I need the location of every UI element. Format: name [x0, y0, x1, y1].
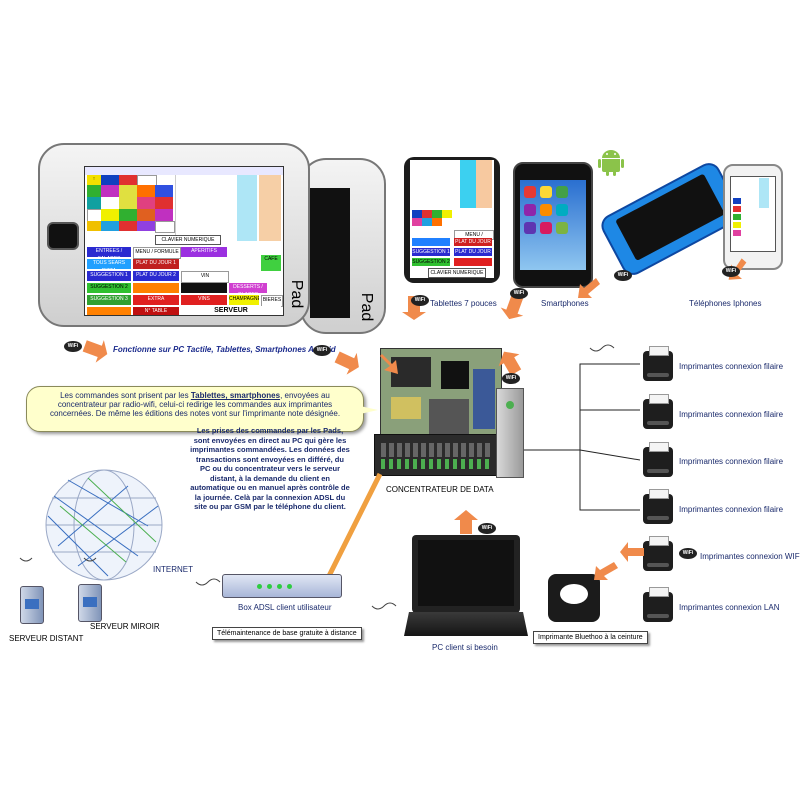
printer-lan-label: Imprimantes connexion LAN [679, 603, 780, 612]
printer-4-label: Imprimantes connexion filaire [679, 505, 784, 514]
concentrator-tower [496, 388, 524, 478]
tablet7-cell[interactable]: PLAT DU JOUR 2 [454, 248, 492, 256]
tablet7-cell[interactable]: SUGGESTION 2 [412, 258, 450, 266]
telemaintenance-label: Télémaintenance de base gratuite à dista… [212, 627, 362, 640]
pad-cell[interactable]: VIN [181, 271, 229, 283]
printer-wiring [524, 363, 641, 511]
callout-pointer [342, 402, 378, 418]
concentrator-rack [374, 434, 500, 476]
adsl-box-label: Box ADSL client utilisateur [238, 603, 332, 612]
server-miroir [78, 584, 102, 622]
pad-screen: ↑ CLAVIER NUMERIQUE ENTREES / SALADES ME… [84, 166, 284, 316]
pad-cell[interactable]: SUGGESTION 2 [87, 283, 131, 293]
tablet7-clavier: CLAVIER NUMERIQUE [428, 268, 486, 278]
pad-cell[interactable] [133, 283, 179, 293]
laptop-keyboard [404, 612, 528, 636]
iphones-label: Téléphones Iphones [689, 299, 762, 308]
pad-cell[interactable]: CHAMPAGNES [229, 295, 259, 305]
printer-2-label: Imprimantes connexion filaire [679, 410, 784, 419]
pad-cell[interactable] [181, 283, 227, 293]
server-distant [20, 586, 44, 624]
pad-cell[interactable]: SUGGESTION 1 [87, 271, 131, 281]
tablet7-cell[interactable]: SUGGESTION 1 [412, 248, 450, 256]
tablet7-cell[interactable] [454, 258, 492, 266]
pad-cell[interactable]: MENU / FORMULE [133, 247, 181, 259]
pad-cell[interactable]: PLAT DU JOUR 2 [133, 271, 179, 281]
wifi-badge-concentrator: WiFi [502, 373, 520, 384]
smartphones-label: Smartphones [541, 299, 589, 308]
tablet7-cell[interactable] [412, 238, 450, 246]
pad-clavier-label: CLAVIER NUMERIQUE [155, 235, 221, 245]
laptop [412, 535, 520, 613]
pad-cell[interactable]: EXTRA [133, 295, 179, 305]
wifi-badge-iphone: WiFi [722, 266, 740, 277]
pads-description: Les prises des commandes par les Pads, s… [190, 426, 350, 511]
iphone-black [513, 162, 593, 288]
internet-globe [38, 466, 170, 584]
concentrator-label: CONCENTRATEUR DE DATA [386, 485, 494, 494]
pad-cell[interactable]: SUGGESTION 3 [87, 295, 131, 305]
pad-cell[interactable]: APERITIFS [181, 247, 227, 257]
serveur-distant-label: SERVEUR DISTANT [9, 634, 84, 643]
pad-caption: Fonctionne sur PC Tactile, Tablettes, Sm… [113, 345, 336, 354]
pad-serveur-button[interactable]: SERVEUR [181, 306, 281, 315]
pad-back-screen [310, 188, 350, 318]
iphone-white [723, 164, 783, 270]
pad-cell[interactable]: TOUS SEARS PIZZA [87, 259, 131, 269]
tablet7-screen: MENU / FORMULE PLAT DU JOUR 1 SUGGESTION… [410, 160, 494, 278]
serveur-miroir-label: SERVEUR MIROIR [90, 622, 160, 631]
pad-camera [47, 222, 79, 250]
wifi-badge-pad-right: WiFi [313, 345, 331, 356]
wifi-badge-laptop: WiFi [478, 523, 496, 534]
printer-4 [643, 489, 673, 524]
tablet7-cell[interactable]: PLAT DU JOUR 1 [454, 238, 492, 246]
wifi-badge-tablet7: WiFi [411, 295, 429, 306]
bluetooth-printer [548, 574, 600, 622]
pad-cell[interactable] [87, 307, 131, 315]
printer-3 [643, 442, 673, 477]
printer-3-label: Imprimantes connexion filaire [679, 457, 784, 466]
concentrator-board [380, 348, 502, 450]
android-logo-icon [598, 148, 624, 176]
pad-cell[interactable]: VINS [181, 295, 227, 305]
internet-label: INTERNET [153, 565, 193, 574]
pad-cell[interactable]: ENTREES / SALADES [87, 247, 131, 257]
wifi-badge-smartphone: WiFi [510, 288, 528, 299]
wifi-badge-pad: WiFi [64, 341, 82, 352]
printer-wifi-label: Imprimantes connexion WIFI [700, 552, 800, 561]
printer-lan [643, 587, 673, 622]
pad-cell[interactable]: DESSERTS / GLACES [229, 283, 267, 293]
tablet7-label: Tablettes 7 pouces [430, 299, 497, 308]
pad-table-button[interactable]: N° TABLE [133, 307, 179, 315]
printer-1 [643, 346, 673, 381]
pad-cell[interactable]: PLAT DU JOUR 1 [133, 259, 179, 269]
wifi-badge-printer: WiFi [679, 548, 697, 559]
info-callout: Les commandes sont prisent par les Table… [26, 386, 364, 432]
pc-client-label: PC client si besoin [432, 643, 498, 652]
printer-1-label: Imprimantes connexion filaire [679, 362, 784, 371]
printer-wifi [643, 536, 673, 571]
bluetooth-printer-label: Imprimante Bluethoo à la ceinture [533, 631, 648, 644]
wifi-badge-smartphone-2: WiFi [614, 270, 632, 281]
adsl-box [222, 574, 342, 598]
pad-cell[interactable]: CAFE [261, 255, 281, 271]
printer-2 [643, 394, 673, 429]
